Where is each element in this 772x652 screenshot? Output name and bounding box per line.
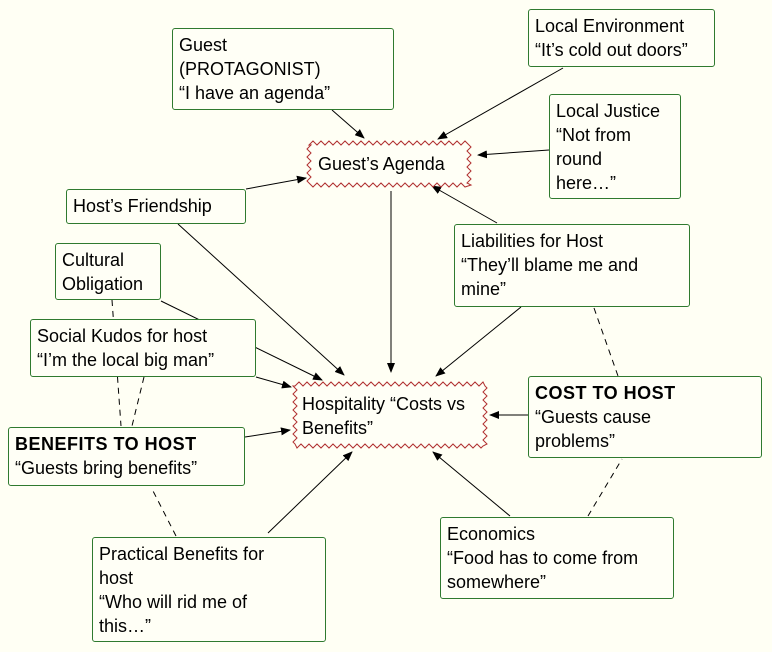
node-liabilities: Liabilities for Host “They’ll blame me a…	[454, 224, 690, 307]
node-economics: Economics “Food has to come from somewhe…	[440, 517, 674, 599]
benefits-to-host-quote: “Guests bring benefits”	[15, 458, 198, 478]
cost-to-host-quote-1: “Guests cause	[535, 407, 652, 427]
arrow-benefits-to-hospitality	[244, 427, 291, 438]
dashed-link-economics-cost	[587, 458, 623, 517]
arrow-justice-to-agenda	[477, 149, 550, 159]
practical-benefits-quote-1: “Who will rid me of	[99, 592, 248, 612]
local-justice-quote-3: here…”	[556, 173, 617, 193]
dashed-link-kudos-benefits	[131, 376, 145, 427]
practical-benefits-quote-2: this…”	[99, 616, 152, 636]
liabilities-title: Liabilities for Host	[461, 231, 604, 251]
guests-agenda-label: Guest’s Agenda	[318, 154, 445, 174]
cultural-obligation-line-1: Cultural	[62, 250, 125, 270]
node-benefits-to-host: BENEFITS TO HOST “Guests bring benefits”	[8, 427, 245, 486]
liabilities-quote-2: mine”	[461, 279, 507, 299]
node-local-justice: Local Justice “Not from round here…”	[549, 94, 681, 199]
guests-agenda-border	[306, 140, 473, 188]
node-cultural-obligation: Cultural Obligation	[55, 243, 161, 300]
arrow-practical-to-hospitality	[267, 451, 353, 534]
local-justice-title: Local Justice	[556, 101, 661, 121]
social-kudos-title: Social Kudos for host	[37, 326, 208, 346]
arrow-economics-to-hospitality	[432, 451, 511, 517]
node-practical-benefits: Practical Benefits for host “Who will ri…	[92, 537, 326, 642]
node-social-kudos: Social Kudos for host “I’m the local big…	[30, 319, 256, 377]
node-local-environment: Local Environment “It’s cold out doors”	[528, 9, 715, 67]
cost-to-host-quote-2: problems”	[535, 431, 616, 451]
arrow-liabilities-to-hospitality	[435, 306, 522, 377]
local-justice-quote-1: “Not from	[556, 125, 632, 145]
hosts-friendship-label: Host’s Friendship	[73, 196, 212, 216]
practical-benefits-title-1: Practical Benefits for	[99, 544, 265, 564]
dashed-link-liabilities-cost	[593, 307, 619, 377]
arrow-friendship-to-hospitality	[177, 223, 345, 376]
economics-title: Economics	[447, 524, 536, 544]
node-cost-to-host: COST TO HOST “Guests cause problems”	[528, 376, 762, 458]
arrow-friendship-to-agenda	[245, 175, 307, 190]
social-kudos-quote: “I’m the local big man”	[37, 350, 215, 370]
economics-quote-1: “Food has to come from	[447, 548, 639, 568]
hospitality-quote: “Costs vs Benefits”	[302, 394, 466, 438]
node-guests-agenda: Guest’s Agenda	[306, 140, 472, 188]
arrow-environment-to-agenda	[437, 67, 564, 140]
dashed-link-practical-benefits	[150, 486, 177, 537]
arrow-liabilities-to-agenda	[431, 185, 498, 224]
practical-benefits-title-2: host	[99, 568, 134, 588]
cost-to-host-title: COST TO HOST	[535, 383, 676, 403]
economics-quote-2: somewhere”	[447, 572, 547, 592]
hospitality-title: Hospitality	[302, 394, 386, 414]
guest-role: (PROTAGONIST)	[179, 59, 321, 79]
guest-title: Guest	[179, 35, 228, 55]
arrow-kudos-to-hospitality	[255, 376, 292, 389]
cultural-obligation-line-2: Obligation	[62, 274, 144, 294]
node-guest: Guest (PROTAGONIST) “I have an agenda”	[172, 28, 394, 110]
hospitality-border	[291, 381, 488, 449]
guest-quote: “I have an agenda”	[179, 83, 331, 103]
arrow-guest-to-agenda	[331, 109, 365, 139]
local-justice-quote-2: round	[556, 149, 603, 169]
node-hospitality: Hospitality “Costs vs Benefits”	[292, 382, 488, 448]
benefits-to-host-title: BENEFITS TO HOST	[15, 434, 197, 454]
local-environment-title: Local Environment	[535, 16, 685, 36]
node-hosts-friendship: Host’s Friendship	[66, 189, 246, 224]
liabilities-quote-1: “They’ll blame me and	[461, 255, 639, 275]
local-environment-quote: “It’s cold out doors”	[535, 40, 688, 60]
